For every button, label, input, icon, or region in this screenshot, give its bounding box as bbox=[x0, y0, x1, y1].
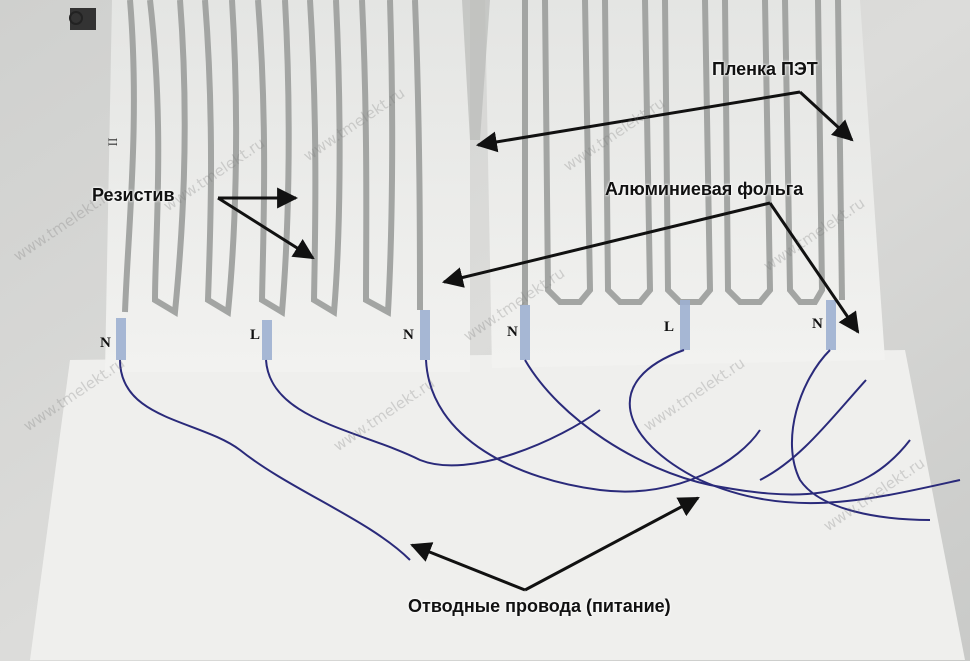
terminal-mark: N bbox=[812, 316, 823, 332]
lead-wires bbox=[119, 349, 961, 561]
left-resistive-traces bbox=[122, 0, 423, 318]
paper-sheet bbox=[30, 350, 965, 660]
binder-clip bbox=[69, 8, 96, 30]
film-seam bbox=[462, 0, 490, 140]
terminal-mark: L bbox=[664, 319, 675, 335]
terminal-mark: N bbox=[100, 335, 111, 351]
annotation-arrows bbox=[217, 90, 860, 592]
label-pet-film: Пленка ПЭТ bbox=[712, 59, 818, 79]
sheet-number: II bbox=[105, 137, 121, 147]
terminal-mark: L bbox=[250, 327, 261, 343]
terminal-tabs bbox=[116, 300, 836, 360]
label-aluminum-foil: Алюминиевая фольга bbox=[605, 179, 804, 199]
label-resistive: Резистив bbox=[92, 185, 175, 205]
label-lead-wires: Отводные провода (питание) bbox=[408, 596, 671, 616]
terminal-mark: N bbox=[507, 324, 518, 340]
terminal-mark: N bbox=[403, 327, 414, 343]
right-resistive-traces bbox=[522, 0, 845, 305]
